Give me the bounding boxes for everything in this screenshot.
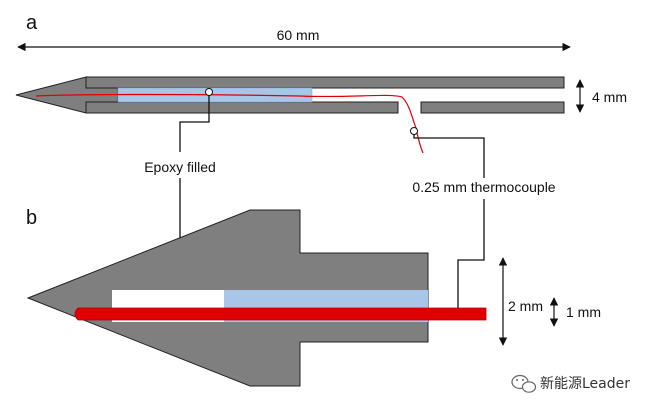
wechat-icon: [511, 374, 537, 393]
length-dimension-label: 60 mm: [277, 27, 320, 43]
panel-a-label: a: [26, 12, 38, 34]
panel-b-label: b: [26, 207, 37, 229]
thermocouple-marker-a: [410, 127, 418, 135]
epoxy-leader-line: [179, 92, 210, 152]
epoxy-callout-label: Epoxy filled: [144, 159, 216, 175]
thermocouple-rod-b: [74, 307, 487, 321]
thermocouple-leader-line: [413, 131, 485, 178]
diameter-dimension-label-a: 4 mm: [592, 89, 627, 105]
thermocouple-callout-label: 0.25 mm thermocouple: [412, 179, 555, 195]
tube-bottom-wall-left: [85, 101, 399, 114]
outer-dimension-label-b: 2 mm: [508, 298, 543, 314]
tube-bottom-wall-right: [420, 101, 565, 114]
tube-top-wall: [85, 76, 565, 89]
epoxy-marker-a: [205, 88, 213, 96]
thermocouple-leader-line-b: [457, 199, 485, 314]
inner-dimension-label-b: 1 mm: [566, 304, 601, 320]
watermark-text: 新能源Leader: [540, 376, 630, 392]
